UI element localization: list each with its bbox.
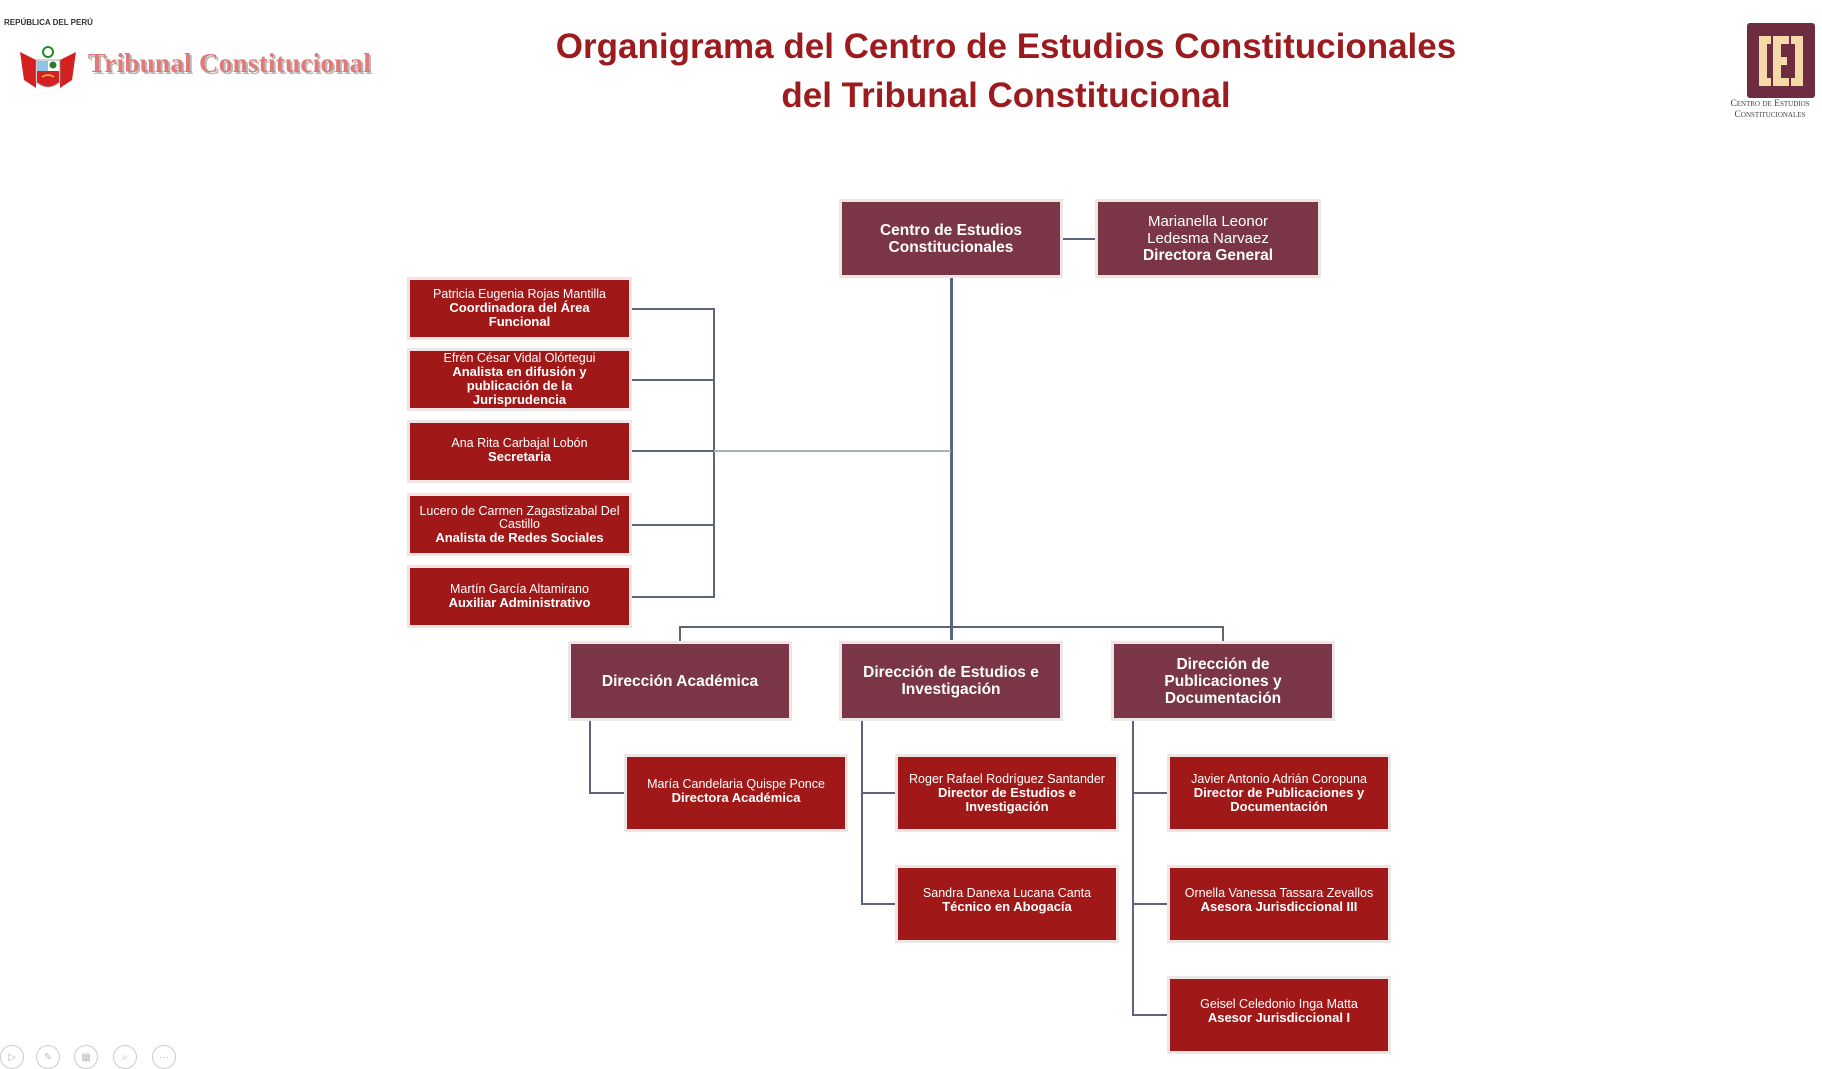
unit-label: Dirección de Publicaciones y Documentaci… — [1164, 655, 1282, 707]
staff-box: Martín García Altamirano Auxiliar Admini… — [408, 566, 631, 627]
play-icon[interactable]: ▷ — [0, 1045, 24, 1069]
connector-directions-bus — [679, 626, 1224, 628]
unit-direccion-academica: Dirección Académica — [569, 642, 791, 720]
peru-emblem-logo — [18, 30, 78, 100]
person-name: Geisel Celedonio Inga Matta — [1200, 997, 1358, 1011]
person-role: Secretaria — [488, 449, 551, 464]
pen-icon[interactable]: ✎ — [36, 1045, 60, 1069]
unit-label-line-2: Constitucionales — [888, 238, 1014, 256]
staff-box: Lucero de Carmen Zagastizabal Del Castil… — [408, 494, 631, 555]
person-role: Directora General — [1142, 247, 1274, 264]
connector-main-vertical — [950, 277, 953, 640]
connector-staff-4 — [631, 524, 714, 526]
unit-label-line-1: Centro de Estudios — [879, 221, 1023, 239]
person-name: Roger Rafael Rodríguez Santander — [909, 772, 1105, 786]
connector-top-head — [1062, 238, 1096, 240]
person-role: Asesor Jurisdiccional I — [1207, 1010, 1351, 1025]
cec-logo — [1747, 23, 1815, 98]
person-role: Analista en difusión y publicación de la… — [452, 364, 587, 407]
staff-box: Patricia Eugenia Rojas Mantilla Coordina… — [408, 278, 631, 339]
connector-publicaciones-vertical — [1132, 720, 1134, 1015]
cec-caption-line-2: Constitucionales — [1734, 110, 1806, 120]
zoom-icon[interactable]: ⌕ — [113, 1045, 137, 1069]
person-role: Analista de Redes Sociales — [435, 529, 604, 545]
member-box: Javier Antonio Adrián Coropuna Director … — [1168, 755, 1390, 831]
connector-publicaciones-1 — [1132, 792, 1168, 794]
title-line-2: del Tribunal Constitucional — [781, 76, 1231, 115]
person-directora-general: Marianella Leonor Ledesma Narvaez Direct… — [1096, 200, 1320, 277]
person-name: Patricia Eugenia Rojas Mantilla — [432, 287, 606, 301]
staff-box: Ana Rita Carbajal Lobón Secretaria — [408, 421, 631, 482]
connector-staff-2 — [631, 379, 714, 381]
emblem-caption: REPÚBLICA DEL PERÚ — [4, 18, 93, 27]
connector-staff-1 — [631, 308, 714, 310]
person-role: Asesora Jurisdiccional III — [1200, 899, 1358, 914]
connector-staff-vertical — [713, 308, 715, 598]
page-title: Organigrama del Centro de Estudios Const… — [0, 22, 1822, 120]
connector-drop-3 — [1222, 626, 1224, 642]
person-role: Director de Publicaciones y Documentació… — [1193, 785, 1365, 814]
member-box: Geisel Celedonio Inga Matta Asesor Juris… — [1168, 977, 1390, 1053]
cec-logo-caption: Centro de Estudios Constitucionales — [1718, 99, 1822, 121]
person-name: Lucero de Carmen Zagastizabal Del Castil… — [419, 503, 620, 531]
member-box: Roger Rafael Rodríguez Santander Directo… — [896, 755, 1118, 831]
tribunal-constitucional-logo-text: Tribunal Constitucional — [88, 48, 372, 78]
connector-drop-1 — [679, 626, 681, 642]
person-name: Sandra Danexa Lucana Canta — [922, 886, 1092, 900]
staff-box: Efrén César Vidal Olórtegui Analista en … — [408, 349, 631, 410]
person-role: Técnico en Abogacía — [942, 899, 1072, 914]
person-role: Auxiliar Administrativo — [448, 595, 591, 610]
person-role: Directora Académica — [671, 790, 801, 805]
person-name-line-1: Marianella Leonor — [1147, 213, 1269, 230]
person-role: Coordinadora del Área Funcional — [449, 300, 590, 329]
connector-estudios-2 — [861, 903, 896, 905]
member-box: María Candelaria Quispe Ponce Directora … — [625, 755, 847, 831]
person-role: Director de Estudios e Investigación — [938, 785, 1076, 814]
unit-label: Dirección Académica — [601, 672, 759, 690]
person-name: Ornella Vanessa Tassara Zevallos — [1184, 886, 1374, 900]
person-name: Ana Rita Carbajal Lobón — [451, 436, 588, 450]
unit-centro-estudios: Centro de Estudios Constitucionales — [840, 200, 1062, 277]
slides-icon[interactable]: ▦ — [74, 1045, 98, 1069]
unit-label: Dirección de Estudios e Investigación — [863, 664, 1039, 698]
member-box: Ornella Vanessa Tassara Zevallos Asesora… — [1168, 866, 1390, 942]
connector-publicaciones-3 — [1132, 1014, 1168, 1016]
more-icon[interactable]: ··· — [152, 1045, 176, 1069]
connector-academica-vertical — [589, 720, 591, 793]
connector-staff-3 — [631, 450, 714, 452]
person-name: Javier Antonio Adrián Coropuna — [1191, 772, 1367, 786]
person-name: Martín García Altamirano — [450, 582, 589, 596]
unit-direccion-publicaciones: Dirección de Publicaciones y Documentaci… — [1112, 642, 1334, 720]
person-name: María Candelaria Quispe Ponce — [647, 777, 825, 791]
title-line-1: Organigrama del Centro de Estudios Const… — [555, 27, 1457, 66]
connector-staff-main — [713, 450, 951, 452]
connector-academica-1 — [589, 792, 625, 794]
unit-direccion-estudios: Dirección de Estudios e Investigación — [840, 642, 1062, 720]
person-name: Efrén César Vidal Olórtegui — [443, 351, 596, 365]
connector-estudios-vertical — [861, 720, 863, 904]
connector-estudios-1 — [861, 792, 896, 794]
member-box: Sandra Danexa Lucana Canta Técnico en Ab… — [896, 866, 1118, 942]
connector-publicaciones-2 — [1132, 903, 1168, 905]
cec-caption-line-1: Centro de Estudios — [1730, 99, 1810, 109]
connector-staff-5 — [631, 596, 714, 598]
person-name-line-2: Ledesma Narvaez — [1147, 230, 1269, 247]
